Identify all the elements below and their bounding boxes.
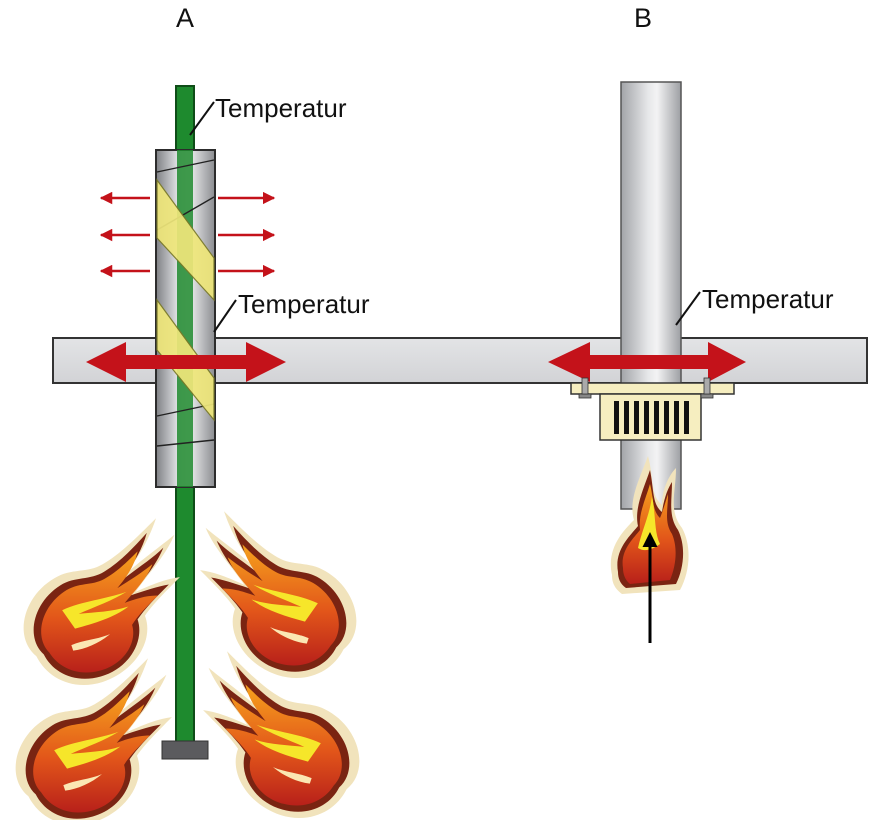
plastic-pipe-b [620,81,682,510]
intumescent-wrap-upper [156,178,215,302]
flame-icon [203,651,360,818]
temperature-label-b-pipe: Temperatur [702,284,834,314]
panel-label-b: B [634,3,652,33]
flame-icon [200,511,357,678]
leader-line-a-wrap [213,299,237,333]
leader-line-a-pipe [189,101,215,136]
temperature-label-a-pipe: Temperatur [215,93,347,123]
temperature-label-a-wrap: Temperatur [238,289,370,319]
insulation-sleeve [155,149,216,488]
pipe-foot-plate [161,740,209,760]
panel-label-a: A [176,3,194,33]
heat-arrows-left [99,191,150,278]
leader-line-b-pipe [675,291,701,326]
flame-icon [23,518,180,685]
heat-arrows-right [218,191,276,278]
heat-flow-arrow-slab-a [86,342,286,382]
heat-flow-arrow-slab-b [548,342,746,382]
fire-collar-icon [570,377,735,441]
